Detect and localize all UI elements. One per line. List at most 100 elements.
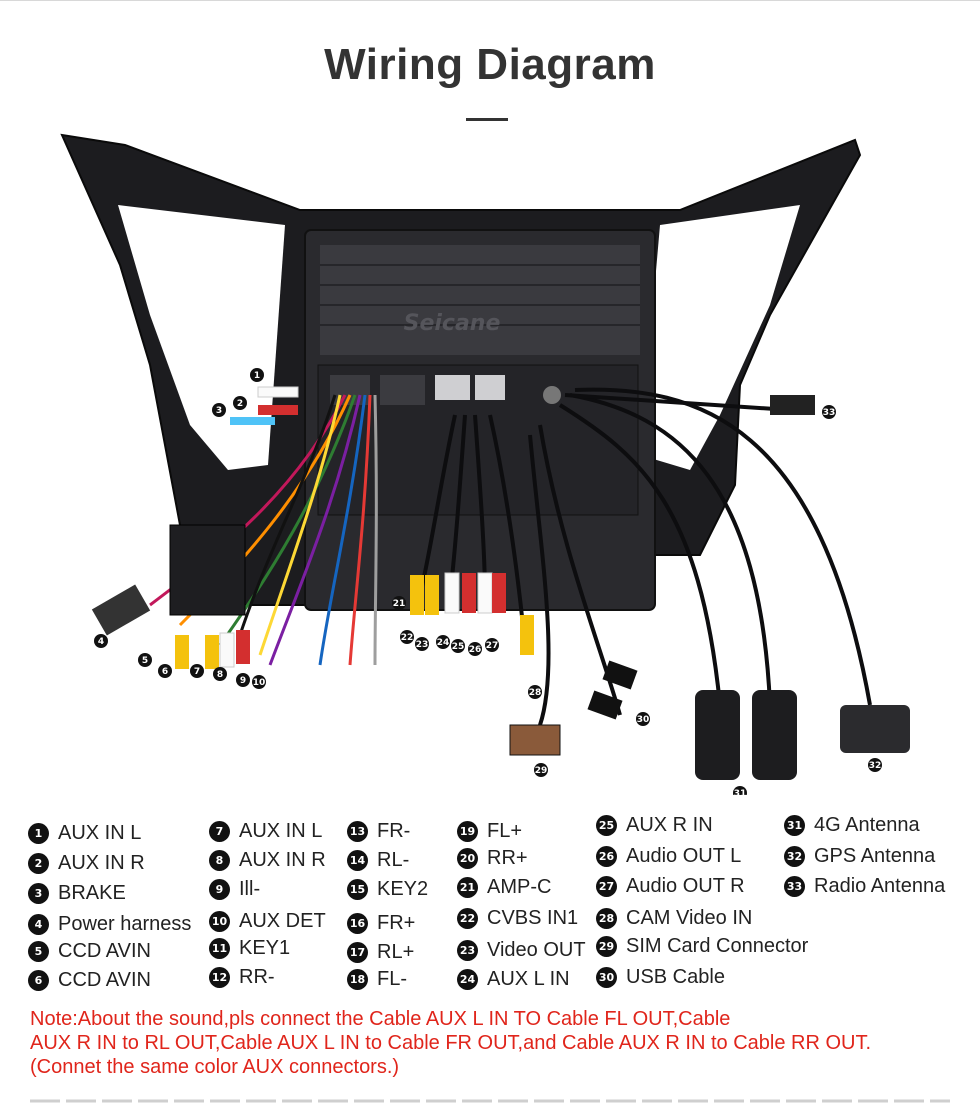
number-badge: 2 xyxy=(28,853,49,874)
number-badge: 22 xyxy=(457,908,478,929)
number-badge: 6 xyxy=(28,970,49,991)
callout-21: 21 xyxy=(392,596,406,610)
legend-label: CAM Video IN xyxy=(626,907,753,929)
legend-label: BRAKE xyxy=(58,882,126,904)
callout-1: 1 xyxy=(250,368,264,382)
legend-label: Audio OUT R xyxy=(626,875,745,897)
legend-label: CVBS IN1 xyxy=(487,907,579,929)
head-unit-illustration: Seicane xyxy=(60,133,910,795)
legend-label: AUX IN R xyxy=(58,852,145,874)
callout-31: 31 xyxy=(733,786,747,795)
brand-watermark: Seicane xyxy=(404,311,501,336)
antenna-port xyxy=(543,386,561,404)
callout-25: 25 xyxy=(451,639,465,653)
legend-label: USB Cable xyxy=(626,966,725,988)
callout-2: 2 xyxy=(233,396,247,410)
number-badge: 8 xyxy=(209,850,230,871)
number-badge: 21 xyxy=(457,877,478,898)
legend-label: AMP-C xyxy=(487,876,552,898)
callout-7: 7 xyxy=(190,664,204,678)
svg-text:29: 29 xyxy=(535,766,548,776)
legend-label: Ill- xyxy=(239,878,261,900)
svg-text:5: 5 xyxy=(142,656,148,666)
number-badge: 9 xyxy=(209,879,230,900)
callout-22: 22 xyxy=(400,630,414,644)
number-badge: 30 xyxy=(596,967,617,988)
legend-item-21: 21 AMP-C xyxy=(457,876,551,899)
radio-antenna-plug xyxy=(770,395,815,415)
top-divider xyxy=(0,0,980,1)
legend-item-30: 30 USB Cable xyxy=(596,966,725,989)
svg-text:31: 31 xyxy=(734,789,747,795)
callout-5: 5 xyxy=(138,653,152,667)
4g-antenna-2 xyxy=(752,690,797,780)
number-badge: 15 xyxy=(347,879,368,900)
legend-label: RL- xyxy=(377,849,410,871)
gps-antenna xyxy=(840,705,910,753)
legend-item-20: 20 RR+ xyxy=(457,847,528,870)
number-badge: 7 xyxy=(209,821,230,842)
legend-label: CCD AVIN xyxy=(58,940,151,962)
number-badge: 1 xyxy=(28,823,49,844)
legend-item-1: 1 AUX IN L xyxy=(28,822,141,845)
legend-label: SIM Card Connector xyxy=(626,935,809,957)
legend-item-9: 9 Ill- xyxy=(209,878,260,901)
number-badge: 17 xyxy=(347,942,368,963)
legend-label: FR+ xyxy=(377,912,416,934)
callout-26: 26 xyxy=(468,642,482,656)
svg-text:26: 26 xyxy=(469,645,482,655)
callout-6: 6 xyxy=(158,664,172,678)
svg-text:8: 8 xyxy=(217,670,223,680)
legend-label: RR- xyxy=(239,966,275,988)
heatsink-panel xyxy=(320,245,640,355)
svg-text:25: 25 xyxy=(452,642,465,652)
number-badge: 11 xyxy=(209,938,230,959)
svg-text:24: 24 xyxy=(437,638,450,648)
callout-32: 32 xyxy=(868,758,882,772)
number-badge: 24 xyxy=(457,969,478,990)
sim-card-connector xyxy=(509,724,561,756)
callout-29: 29 xyxy=(534,763,548,777)
rca-plugs-center xyxy=(410,572,534,655)
power-harness-box xyxy=(169,524,246,616)
bottom-dotted-divider xyxy=(30,1099,950,1103)
svg-text:28: 28 xyxy=(529,688,542,698)
svg-text:6: 6 xyxy=(162,667,168,677)
legend-label: Video OUT xyxy=(487,939,586,961)
4g-antenna-1 xyxy=(695,690,740,780)
number-badge: 26 xyxy=(596,846,617,867)
callout-28: 28 xyxy=(528,685,542,699)
legend-label: FL+ xyxy=(487,820,523,842)
legend-label: RR+ xyxy=(487,847,528,869)
number-badge: 28 xyxy=(596,908,617,929)
page-title: Wiring Diagram xyxy=(324,40,656,89)
number-badge: 20 xyxy=(457,848,478,869)
note-line-1: Note:About the sound,pls connect the Cab… xyxy=(30,1008,731,1030)
callout-9: 9 xyxy=(236,673,250,687)
number-badge: 23 xyxy=(457,940,478,961)
callout-27: 27 xyxy=(485,638,499,652)
legend-item-7: 7 AUX IN L xyxy=(209,820,322,843)
svg-text:9: 9 xyxy=(240,676,246,686)
number-badge: 10 xyxy=(209,911,230,932)
legend-label: AUX IN L xyxy=(239,820,323,842)
number-badge: 25 xyxy=(596,815,617,836)
rca-plugs-top xyxy=(230,386,299,425)
legend-item-28: 28 CAM Video IN xyxy=(596,907,752,930)
number-badge: 32 xyxy=(784,846,805,867)
number-badge: 3 xyxy=(28,883,49,904)
legend-label: AUX IN L xyxy=(58,822,142,844)
number-badge: 5 xyxy=(28,941,49,962)
